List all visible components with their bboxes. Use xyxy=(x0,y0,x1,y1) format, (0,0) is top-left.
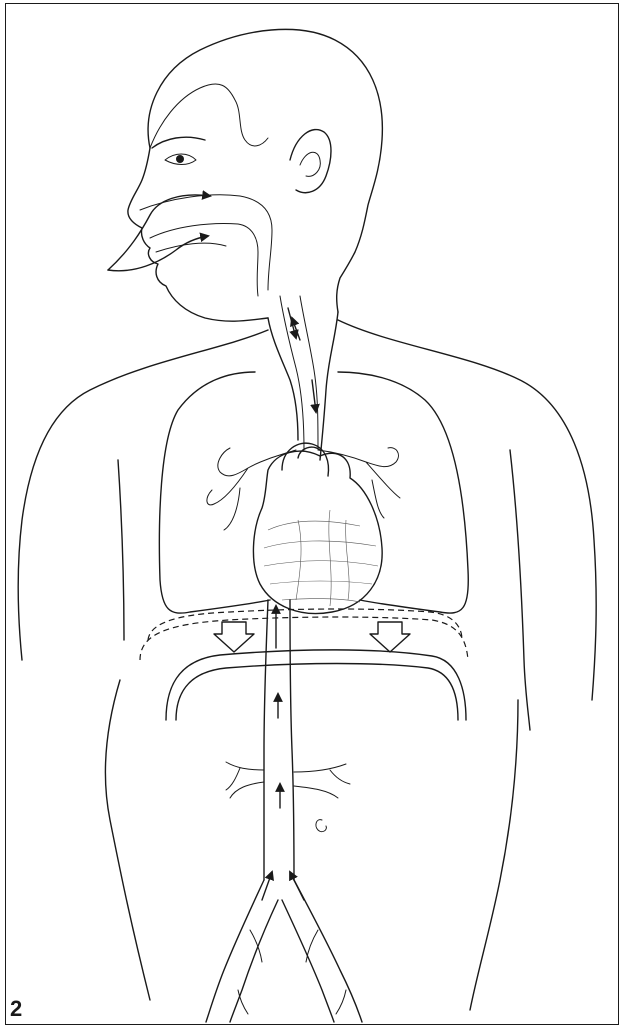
vena-cava-right-wall xyxy=(290,600,294,880)
left-iliac-vessel xyxy=(206,880,264,1022)
left-lung xyxy=(159,372,270,613)
neck-front xyxy=(268,318,298,440)
face-profile xyxy=(128,148,268,321)
abdominal-band-inner xyxy=(176,664,458,721)
heart xyxy=(253,451,382,613)
ear xyxy=(290,130,331,193)
tongue xyxy=(156,243,226,252)
waist-right xyxy=(470,700,518,1010)
right-iliac-inner xyxy=(282,900,334,1022)
heart-shading xyxy=(264,510,378,606)
figure-number: 2 xyxy=(10,998,22,1020)
airway-arrow-1 xyxy=(288,308,296,338)
airway-arrow-3 xyxy=(312,380,316,412)
diaphragm-arrow-left xyxy=(214,622,254,652)
diaphragm-dashed-upper xyxy=(148,609,462,640)
iliac-arrow-right xyxy=(290,872,304,900)
right-arm-inner xyxy=(510,450,530,730)
waist-left xyxy=(105,680,150,1000)
diaphragm-arrow-right xyxy=(370,622,410,652)
abdominal-band-outer xyxy=(166,650,466,720)
hairline xyxy=(150,84,268,148)
vena-cava-left-wall xyxy=(264,600,268,880)
head-outline xyxy=(148,29,382,312)
right-bronchus xyxy=(318,448,400,518)
left-renal-branch xyxy=(226,762,264,798)
right-lung xyxy=(338,372,468,613)
ear-inner xyxy=(300,152,320,176)
nasal-passage xyxy=(140,195,272,290)
eyebrow xyxy=(152,137,205,148)
left-iliac-inner xyxy=(230,900,278,1022)
small-curl xyxy=(316,820,326,832)
inhaled-air-path xyxy=(108,195,210,270)
neck-back xyxy=(320,312,338,460)
left-arm-inner xyxy=(118,460,124,640)
right-iliac-vessel xyxy=(294,880,362,1022)
oral-passage xyxy=(150,224,258,296)
torso-left xyxy=(18,330,268,660)
pupil xyxy=(176,155,184,163)
right-renal-branch xyxy=(294,764,350,798)
trachea-wall xyxy=(300,296,318,450)
